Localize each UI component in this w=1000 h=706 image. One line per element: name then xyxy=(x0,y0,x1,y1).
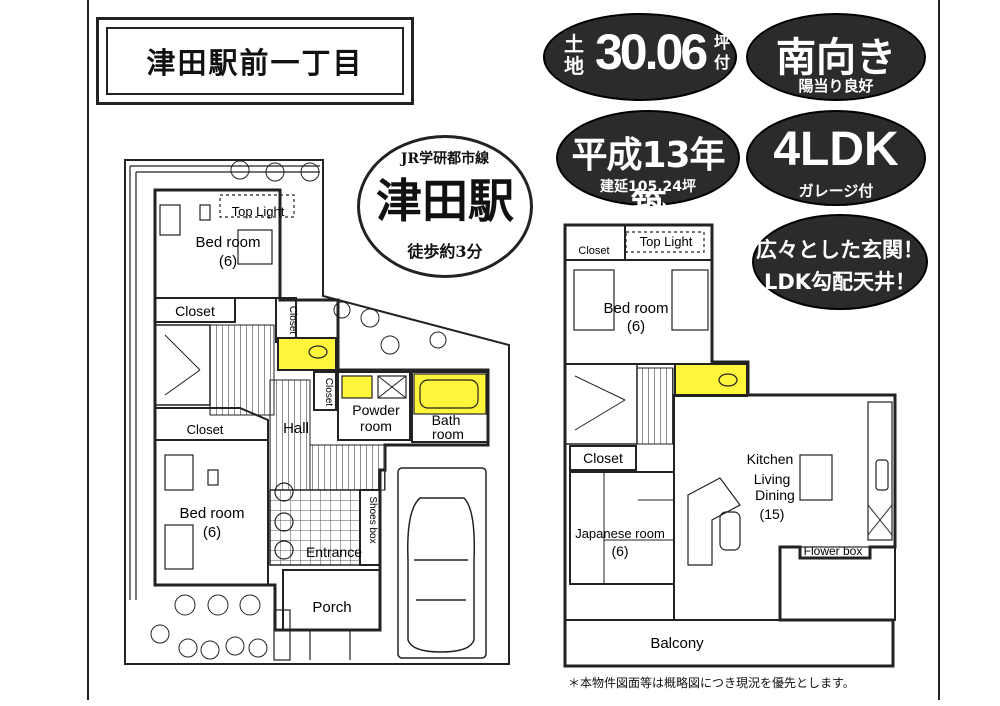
top-light-label-1f: Top Light xyxy=(232,204,285,219)
site-boundary-1f xyxy=(124,159,510,665)
orientation-sub: 陽当り良好 xyxy=(798,77,874,95)
bedroom-b-size: (6) xyxy=(203,524,221,541)
feature-line-1: 広々とした玄関！ xyxy=(756,238,924,262)
station-line: JR学研都市線 xyxy=(400,151,490,167)
built-year-badge: 平成13年築 建延105.24坪 xyxy=(556,110,740,228)
toilet-2f xyxy=(674,363,748,397)
closet-d-label: Closet xyxy=(187,422,224,437)
ldk-2f xyxy=(673,394,896,621)
floor-1-plan xyxy=(124,159,510,665)
flower-box-label: Flower box xyxy=(804,544,863,558)
balcony-2f xyxy=(564,619,894,667)
feature-line-2: LDK勾配天井！ xyxy=(763,270,917,294)
bedroom-label-2f: Bed room xyxy=(603,300,668,317)
ldk-size: (15) xyxy=(760,506,785,522)
bath-label-1: Bath xyxy=(432,412,461,428)
closet-b-label: Closet xyxy=(287,306,298,335)
land-area-badge: 土地 30.06 坪付 xyxy=(543,13,737,101)
powder-room-1f xyxy=(337,371,411,441)
hall-label: Hall xyxy=(283,420,309,437)
built-text: 平成13年築 xyxy=(571,135,725,228)
porch-label: Porch xyxy=(312,599,351,616)
flower-box-2f xyxy=(799,546,871,559)
powder-label-2: room xyxy=(360,418,392,434)
closet-c-1f xyxy=(313,371,337,411)
orientation-badge: 南向き 陽当り良好 xyxy=(746,13,926,101)
feature-badge: 広々とした玄関！ LDK勾配天井！ xyxy=(752,214,928,310)
ldk-label-1: Kitchen xyxy=(747,451,794,467)
bedroom-b-1f xyxy=(154,439,269,586)
powder-label-1: Powder xyxy=(352,402,400,418)
top-light-1f xyxy=(219,194,295,218)
land-prefix: 土地 xyxy=(564,32,584,78)
stairs-1f xyxy=(154,324,211,406)
bedroom-b-label: Bed room xyxy=(179,505,244,522)
balcony-label: Balcony xyxy=(650,635,704,652)
title-frame xyxy=(96,17,414,105)
station-badge: JR学研都市線 津田駅 徒歩約3分 xyxy=(357,135,533,278)
bedroom-2f xyxy=(564,259,713,365)
footnote: ＊本物件図面等は概略図につき現況を優先とします。 xyxy=(568,676,855,690)
closet-label-2f: Closet xyxy=(583,450,623,466)
station-name: 津田駅 xyxy=(376,174,514,228)
bath-label-2: room xyxy=(432,426,464,442)
bath-room-1f xyxy=(411,371,489,443)
garage-car xyxy=(397,467,487,659)
land-suffix: 坪付 xyxy=(713,33,730,72)
entrance-label: Entrance xyxy=(306,544,362,560)
trees-1f xyxy=(150,160,447,660)
closet-d-1f xyxy=(154,407,269,441)
closet-a-label: Closet xyxy=(175,303,215,319)
orientation-text: 南向き xyxy=(776,35,896,81)
layout-sub: ガレージ付 xyxy=(798,182,874,200)
layout-badge: 4LDK ガレージ付 xyxy=(746,110,926,206)
bedroom-a-label: Bed room xyxy=(195,234,260,251)
toilet-1f xyxy=(277,337,337,371)
station-walk: 徒歩約3分 xyxy=(407,242,483,261)
ldk-label-3: Dining xyxy=(755,487,795,503)
layout-text: 4LDK xyxy=(773,123,899,176)
floor-2-plan xyxy=(563,223,897,668)
closet-c-label: Closet xyxy=(323,378,334,407)
ldk-label-2: Living xyxy=(754,471,791,487)
page-edge-left xyxy=(87,0,89,700)
japanese-size: (6) xyxy=(611,543,628,559)
porch-1f xyxy=(282,569,381,631)
bedroom-size-2f: (6) xyxy=(627,318,645,335)
page-title: 津田駅前一丁目 xyxy=(106,27,404,95)
land-value: 30.06 xyxy=(595,24,708,80)
shoes-box-label: Shoes box xyxy=(367,496,378,543)
closet-2f xyxy=(569,445,637,471)
built-sub: 建延105.24坪 xyxy=(599,179,697,195)
closet-top-label-2f: Closet xyxy=(578,245,609,257)
page-edge-right xyxy=(938,0,940,700)
bedroom-a-size: (6) xyxy=(219,253,237,270)
entrance-1f xyxy=(269,489,361,566)
shoes-box-1f xyxy=(359,489,381,566)
top-light-label-2f: Top Light xyxy=(640,234,693,249)
japanese-label: Japanese room xyxy=(575,526,665,541)
top-light-2f xyxy=(625,231,705,253)
closet-a-1f xyxy=(154,297,236,323)
